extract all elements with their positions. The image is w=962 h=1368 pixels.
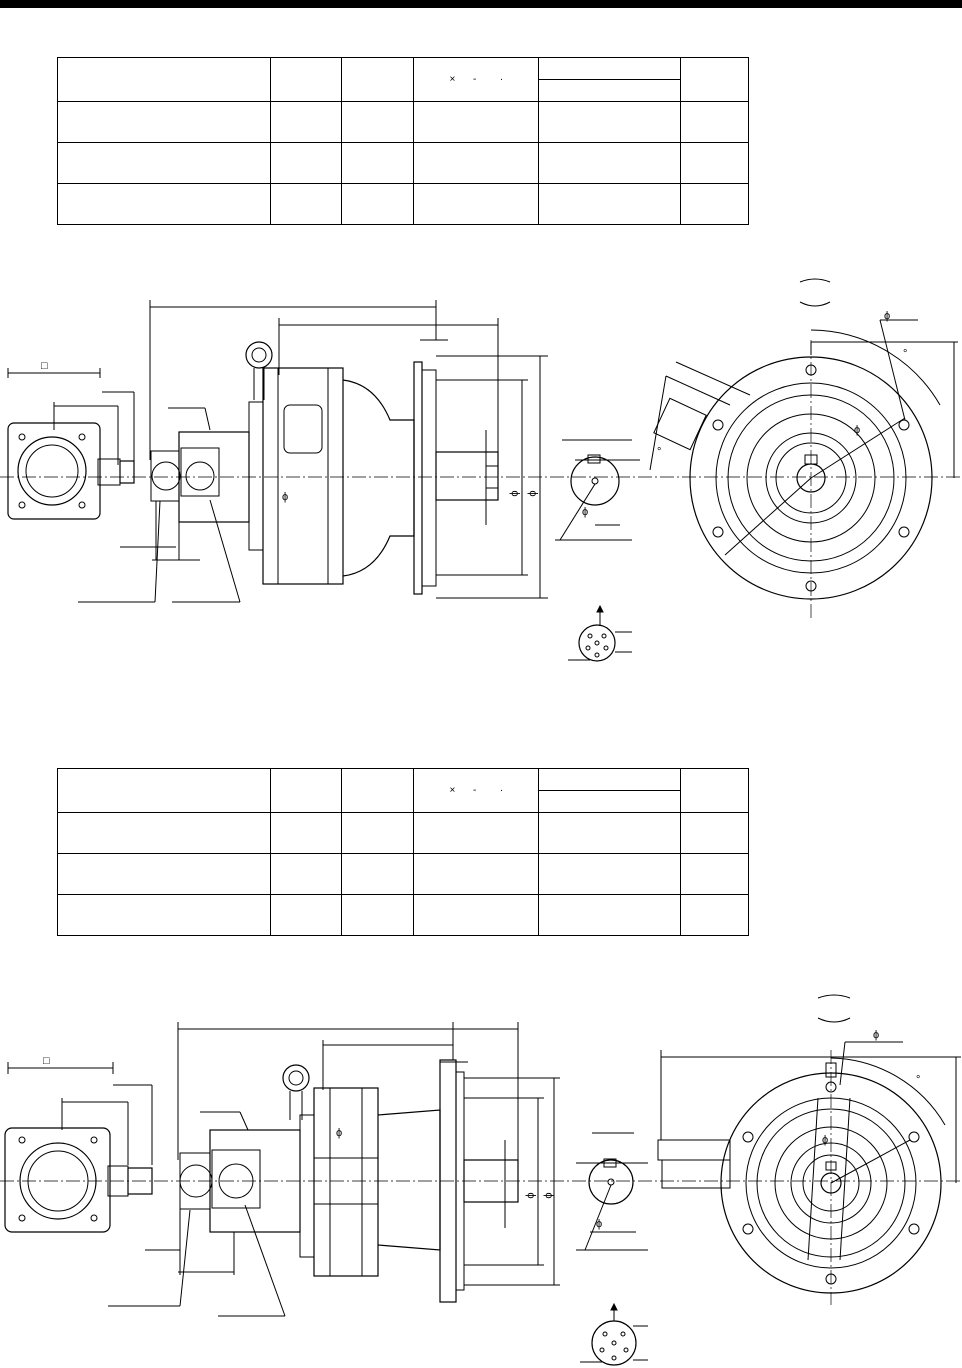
square-symbol: □	[41, 360, 48, 372]
table-cell	[57, 142, 271, 184]
phi-symbol: ϕ	[854, 424, 861, 436]
phi-symbol: ϕ	[884, 310, 891, 322]
header-cell-3	[340, 768, 415, 813]
dot-symbol: ·	[499, 785, 504, 796]
header-cell-last	[680, 57, 749, 102]
phi-symbol: ϕ	[873, 1029, 880, 1041]
phi-symbol: ϕ	[336, 1127, 343, 1139]
connector-top	[568, 604, 632, 662]
phi-symbol: ϕ	[596, 1218, 603, 1230]
side-view-bottom	[108, 1022, 560, 1317]
table-cell	[269, 101, 342, 143]
square-symbol: □	[43, 1055, 50, 1067]
table-cell	[269, 853, 342, 895]
phi-symbol: ϕ	[582, 506, 589, 518]
shaft-section-bottom	[576, 1132, 648, 1251]
table-cell	[57, 101, 271, 143]
spec-table-bottom: × - ·	[57, 768, 749, 936]
table-cell	[269, 183, 342, 225]
times-symbol: ×	[449, 74, 456, 85]
drawing-bottom	[0, 994, 962, 1366]
phi-symbol: ϕ	[526, 490, 539, 497]
table-cell	[538, 183, 682, 225]
table-cell	[340, 101, 415, 143]
table-cell	[57, 894, 271, 936]
spec-table-top: × - ·	[57, 57, 749, 225]
degree-symbol: °	[903, 348, 908, 360]
connector-bottom	[580, 1302, 648, 1366]
table-cell	[57, 183, 271, 225]
front-view-bottom	[657, 994, 961, 1305]
dash-symbol: -	[472, 74, 477, 85]
times-symbol: ×	[449, 785, 456, 796]
header-cell-formula: × - ·	[413, 57, 540, 102]
table-cell	[680, 894, 749, 936]
table-cell	[680, 183, 749, 225]
end-view-left-bottom	[4, 1062, 153, 1233]
degree-symbol: °	[657, 446, 662, 458]
phi-symbol: ϕ	[542, 1192, 555, 1199]
table-cell	[57, 812, 271, 854]
table-cell	[680, 101, 749, 143]
header-bar	[0, 0, 962, 8]
table-cell	[413, 142, 540, 184]
phi-symbol: ϕ	[524, 1192, 537, 1199]
header-cell-formula: × - ·	[413, 768, 540, 813]
dot-symbol: ·	[499, 74, 504, 85]
dash-symbol: -	[472, 785, 477, 796]
table-cell	[413, 101, 540, 143]
table-cell	[340, 183, 415, 225]
phi-symbol: ϕ	[822, 1134, 829, 1146]
degree-symbol: °	[916, 1074, 921, 1086]
drawing-top	[0, 278, 962, 662]
table-cell	[413, 183, 540, 225]
header-cell-model	[57, 768, 271, 813]
end-view-left	[7, 368, 135, 520]
table-cell	[680, 142, 749, 184]
front-view	[649, 278, 958, 620]
phi-symbol: ϕ	[282, 491, 289, 503]
shaft-section	[555, 439, 640, 541]
table-cell	[269, 894, 342, 936]
header-cell-3	[340, 57, 415, 102]
table-cell	[538, 894, 682, 936]
phi-symbol: ϕ	[508, 490, 521, 497]
table-cell	[413, 894, 540, 936]
side-view	[78, 300, 548, 603]
